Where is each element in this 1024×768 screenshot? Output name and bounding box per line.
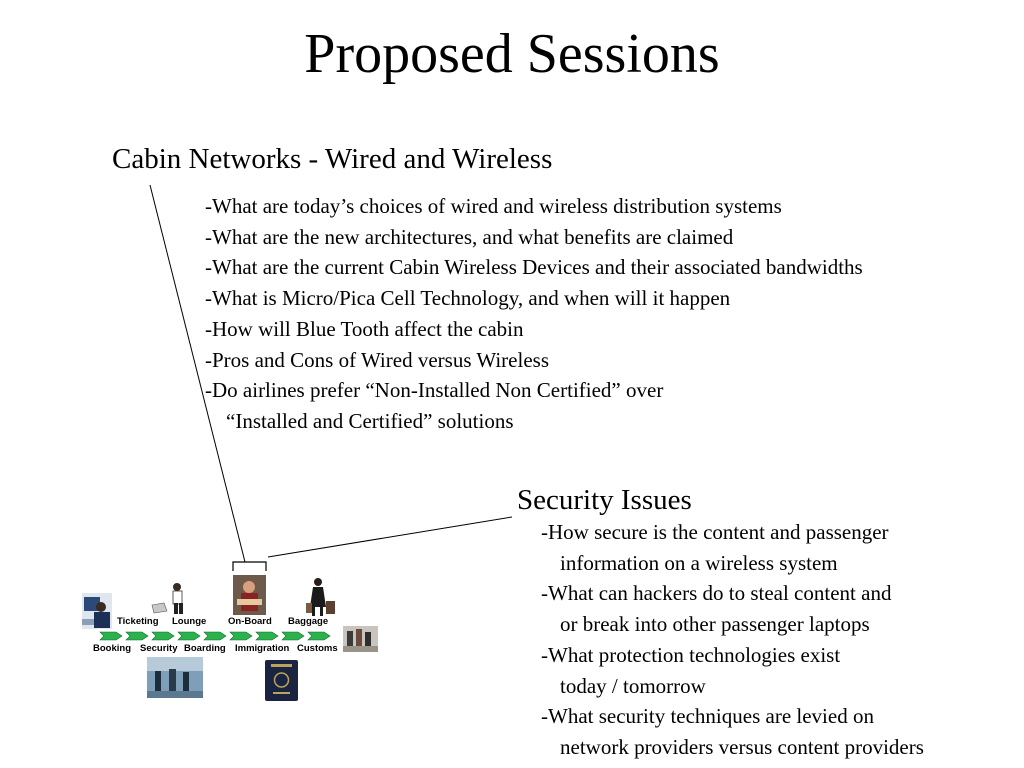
list-item: -What are the new architectures, and wha… bbox=[205, 224, 734, 249]
list-item: -Pros and Cons of Wired versus Wireless bbox=[205, 347, 549, 372]
onboard-photo bbox=[233, 575, 266, 615]
flow-label-ticketing: Ticketing bbox=[117, 616, 159, 627]
cabin-connector-line bbox=[149, 184, 246, 563]
flow-label-immigration: Immigration bbox=[235, 643, 290, 654]
flow-label-boarding: Boarding bbox=[184, 643, 226, 654]
list-item-continuation: network providers versus content provide… bbox=[560, 734, 924, 759]
list-item: -What can hackers do to steal content an… bbox=[541, 581, 892, 606]
list-item: -What are the current Cabin Wireless Dev… bbox=[205, 255, 863, 280]
booking-photo bbox=[82, 593, 112, 629]
security-connector-line bbox=[267, 516, 513, 558]
security-issues-list: -How secure is the content and passenger… bbox=[541, 517, 924, 763]
list-item: -What protection technologies exist bbox=[541, 642, 841, 667]
flow-label-customs: Customs bbox=[297, 643, 338, 654]
list-item: -What is Micro/Pica Cell Technology, and… bbox=[205, 286, 731, 311]
cabin-networks-list: -What are today’s choices of wired and w… bbox=[205, 191, 863, 437]
process-arrow-band bbox=[99, 631, 331, 641]
onboard-bracket bbox=[232, 561, 267, 571]
cabin-networks-heading: Cabin Networks - Wired and Wireless bbox=[112, 143, 553, 175]
list-item: -How will Blue Tooth affect the cabin bbox=[205, 316, 524, 341]
list-item-continuation: “Installed and Certified” solutions bbox=[226, 408, 514, 433]
flow-label-booking: Booking bbox=[93, 643, 131, 654]
list-item: -How secure is the content and passenger bbox=[541, 520, 889, 544]
list-item: -Do airlines prefer “Non-Installed Non C… bbox=[205, 378, 664, 403]
list-item-continuation: or break into other passenger laptops bbox=[560, 612, 870, 637]
baggage-photo bbox=[306, 578, 335, 616]
flow-label-lounge: Lounge bbox=[172, 616, 207, 627]
flow-label-security: Security bbox=[140, 643, 178, 654]
security-photo bbox=[147, 657, 203, 698]
list-item-continuation: information on a wireless system bbox=[560, 550, 838, 575]
list-item-continuation: today / tomorrow bbox=[560, 673, 706, 698]
slide-title: Proposed Sessions bbox=[304, 23, 720, 85]
flow-label-baggage: Baggage bbox=[288, 616, 329, 627]
ticketing-photo bbox=[151, 583, 183, 614]
passport-photo bbox=[265, 660, 298, 701]
list-item: -What security techniques are levied on bbox=[541, 704, 874, 729]
list-item: -What are today’s choices of wired and w… bbox=[205, 194, 782, 218]
customs-photo bbox=[343, 626, 378, 652]
security-issues-heading: Security Issues bbox=[517, 484, 692, 516]
flow-label-onboard: On-Board bbox=[228, 616, 272, 627]
